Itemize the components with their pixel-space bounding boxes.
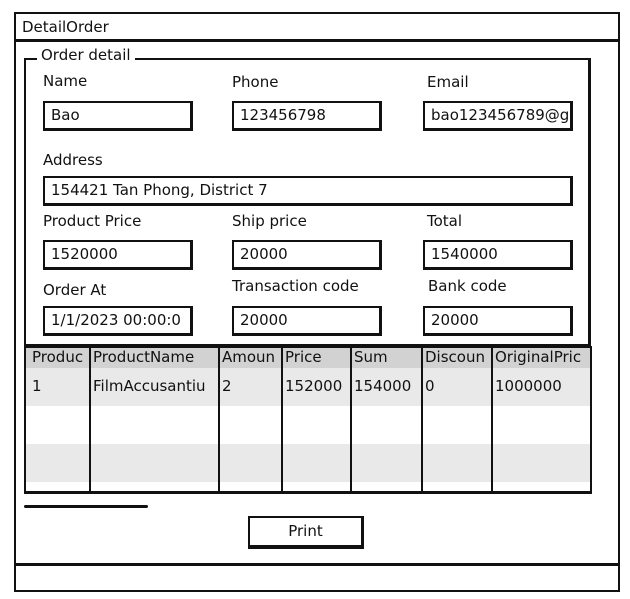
product-price-field[interactable]: 1520000: [43, 240, 193, 270]
cell-product-name: FilmAccusantiu: [93, 377, 206, 395]
cell-discount: 0: [425, 377, 435, 395]
address-label: Address: [43, 151, 103, 169]
email-field[interactable]: bao123456789@g: [423, 101, 573, 131]
bank-code-label: Bank code: [428, 277, 507, 295]
column-divider: [421, 348, 423, 491]
cell-original-price: 1000000: [495, 377, 562, 395]
grid-header: [26, 348, 590, 368]
window-title: DetailOrder: [14, 12, 620, 42]
ship-price-field[interactable]: 20000: [232, 240, 382, 270]
horizontal-scrollbar[interactable]: [24, 505, 148, 508]
column-divider: [350, 348, 352, 491]
product-price-label: Product Price: [43, 212, 142, 230]
order-at-field[interactable]: 1/1/2023 00:00:0: [43, 306, 193, 336]
table-row-empty: [26, 444, 590, 482]
column-divider: [281, 348, 283, 491]
bank-code-field[interactable]: 20000: [423, 306, 573, 336]
phone-label: Phone: [232, 73, 279, 91]
phone-field[interactable]: 123456798: [232, 101, 382, 131]
print-button[interactable]: Print: [248, 516, 364, 549]
cell-amount: 2: [222, 377, 232, 395]
transaction-code-label: Transaction code: [232, 277, 359, 295]
column-header-produc[interactable]: Produc: [32, 348, 84, 366]
name-field[interactable]: Bao: [43, 101, 193, 131]
total-label: Total: [427, 212, 463, 230]
column-header-sum[interactable]: Sum: [354, 348, 388, 366]
transaction-code-field[interactable]: 20000: [232, 306, 382, 336]
order-at-label: Order At: [43, 281, 107, 299]
cell-price: 152000: [285, 377, 343, 395]
order-detail-group: [24, 58, 591, 346]
total-field[interactable]: 1540000: [423, 240, 573, 270]
address-field[interactable]: 154421 Tan Phong, District 7: [43, 176, 573, 206]
order-items-grid[interactable]: Produc ProductName Amoun Price Sum Disco…: [24, 346, 592, 494]
column-header-amoun[interactable]: Amoun: [222, 348, 276, 366]
cell-product-id: 1: [32, 377, 42, 395]
column-header-discoun[interactable]: Discoun: [425, 348, 485, 366]
column-divider: [491, 348, 493, 491]
name-label: Name: [43, 72, 88, 90]
table-row[interactable]: [26, 368, 590, 406]
column-header-originalpric[interactable]: OriginalPric: [495, 348, 582, 366]
cell-sum: 154000: [354, 377, 412, 395]
column-header-productname[interactable]: ProductName: [93, 348, 195, 366]
column-divider: [89, 348, 91, 491]
status-bar: [14, 563, 620, 592]
email-label: Email: [427, 73, 469, 91]
column-header-price[interactable]: Price: [285, 348, 322, 366]
order-detail-legend: Order detail: [37, 46, 135, 64]
ship-price-label: Ship price: [232, 212, 307, 230]
column-divider: [218, 348, 220, 491]
